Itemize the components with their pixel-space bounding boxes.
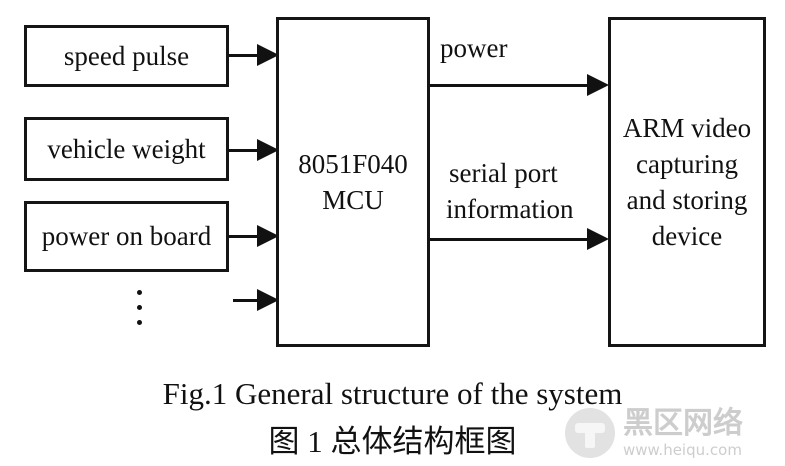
serial-arrowhead — [587, 228, 609, 250]
watermark: 黑区网络 www.heiqu.com — [563, 400, 785, 466]
ellipsis-dot-1 — [137, 290, 142, 295]
mcu-box: 8051F040 MCU — [276, 17, 430, 347]
speed-pulse-arrowhead — [257, 44, 279, 66]
caption-english: Fig.1 General structure of the system — [162, 376, 623, 411]
watermark-name: 黑区网络 — [623, 406, 743, 441]
power-on-board-label: power on board — [41, 221, 212, 251]
watermark-url: www.heiqu.com — [623, 441, 742, 459]
watermark-logo-icon — [565, 408, 615, 458]
device-line-3: and storing — [626, 185, 748, 215]
device-line-1: ARM video — [622, 113, 752, 143]
ellipsis-dot-3 — [137, 320, 142, 325]
power-arrowhead — [587, 74, 609, 96]
ellipsis-dot-2 — [137, 305, 142, 310]
caption-chinese: 图 1 总体结构框图 — [268, 424, 517, 459]
power-on-board-box: power on board — [24, 201, 229, 272]
speed-pulse-label: speed pulse — [63, 40, 190, 71]
speed-pulse-box: speed pulse — [24, 25, 229, 87]
device-line-4: device — [651, 221, 723, 251]
speed-pulse-arrow-line — [229, 54, 259, 57]
serial-arrow-line — [430, 238, 589, 241]
device-line-2: capturing — [636, 149, 738, 179]
vehicle-weight-box: vehicle weight — [24, 117, 229, 181]
mcu-model-label: 8051F040 — [298, 149, 408, 179]
vehicle-weight-arrowhead — [257, 139, 279, 161]
mcu-type-label: MCU — [322, 185, 384, 215]
power-on-board-arrow-line — [229, 235, 259, 238]
power-edge-label: power — [440, 33, 508, 63]
serial-port-edge-label: serial port — [449, 158, 558, 188]
information-edge-label: information — [446, 194, 574, 224]
vehicle-weight-label: vehicle weight — [47, 133, 206, 164]
extra-input-arrow-line — [233, 299, 259, 302]
power-on-board-arrowhead — [257, 225, 279, 247]
power-arrow-line — [430, 84, 589, 87]
vehicle-weight-arrow-line — [229, 149, 259, 152]
arm-device-box: ARM video capturing and storing device — [608, 17, 766, 347]
extra-input-arrowhead — [257, 289, 279, 311]
